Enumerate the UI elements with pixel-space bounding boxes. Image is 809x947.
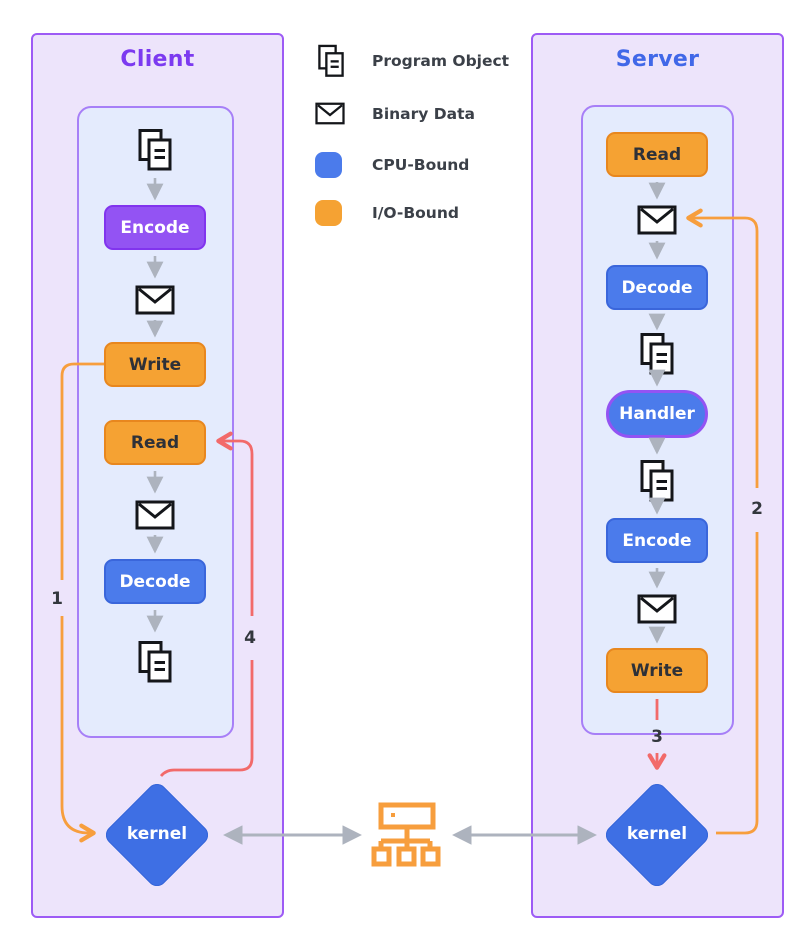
route-step4-upper	[216, 431, 254, 616]
legend-io-bound: I/O-Bound	[372, 204, 459, 222]
client-title: Client	[120, 47, 195, 72]
route-step2-upper	[686, 208, 759, 488]
client-kernel-label: kernel	[126, 824, 188, 844]
server-decode-node: Decode	[606, 265, 708, 310]
server-handler-node: Handler	[606, 390, 708, 438]
step-label-4: 4	[244, 628, 256, 648]
server-binary-data-icon-bottom	[637, 594, 677, 624]
server-write-node: Write	[606, 648, 708, 693]
client-write-node: Write	[104, 342, 206, 387]
binary-data-icon	[315, 102, 345, 125]
step-label-1: 1	[51, 589, 63, 609]
server-read-node: Read	[606, 132, 708, 177]
route-step2-lower	[716, 532, 759, 835]
route-step4-lower	[159, 660, 254, 777]
network-icon-node1	[371, 846, 392, 867]
client-program-object-icon-top	[137, 128, 173, 172]
server-kernel-label: kernel	[626, 824, 688, 844]
client-encode-node: Encode	[104, 205, 206, 250]
legend-program-object: Program Object	[372, 52, 510, 70]
client-program-object-icon-bottom	[137, 640, 173, 684]
route-step1-upper	[60, 362, 104, 580]
cpu-bound-swatch	[315, 152, 342, 178]
client-binary-data-icon-bottom	[135, 500, 175, 530]
client-read-node: Read	[104, 420, 206, 465]
server-binary-data-icon-top	[637, 205, 677, 235]
network-icon-node3	[420, 846, 441, 867]
step-label-2: 2	[751, 499, 763, 519]
io-bound-swatch	[315, 200, 342, 226]
network-icon-node2	[396, 846, 417, 867]
legend-binary-data: Binary Data	[372, 105, 475, 123]
legend-cpu-bound: CPU-Bound	[372, 156, 470, 174]
client-binary-data-icon-top	[135, 285, 175, 315]
client-decode-node: Decode	[104, 559, 206, 604]
route-step1	[60, 362, 104, 843]
program-object-icon	[317, 44, 345, 78]
server-title: Server	[615, 47, 700, 72]
route-step2	[686, 208, 759, 835]
network-icon	[371, 802, 441, 867]
step-label-3: 3	[651, 727, 663, 747]
route-step1-lower	[60, 616, 96, 843]
server-encode-node: Encode	[606, 518, 708, 563]
server-program-object-icon-bottom	[639, 459, 675, 503]
route-step4	[159, 431, 254, 777]
network-icon-led	[391, 813, 395, 817]
